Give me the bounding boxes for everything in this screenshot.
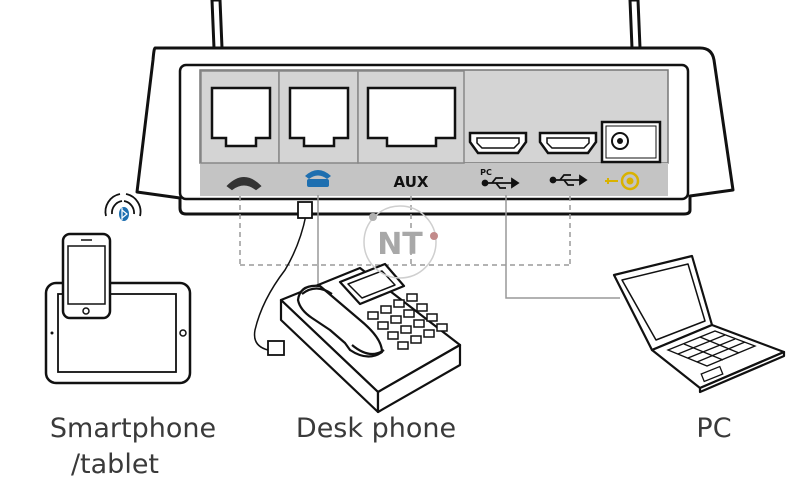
usb-port-inner-2 xyxy=(546,137,590,149)
usb-icon xyxy=(549,174,588,186)
smartphone-label: Smartphone xyxy=(50,413,216,444)
pc-label: PC xyxy=(696,413,731,444)
laptop-illustration xyxy=(612,254,786,394)
aux-label: AUX xyxy=(394,173,429,191)
deskphone-port xyxy=(288,86,350,148)
smartphone-illustration xyxy=(61,232,112,320)
desk-phone-illustration xyxy=(279,262,462,414)
laptop-keyboard xyxy=(666,330,757,383)
rj-connector-bottom xyxy=(267,340,285,356)
usb-port-pc xyxy=(468,131,528,155)
aux-port xyxy=(366,86,457,148)
watermark-dot xyxy=(369,213,377,221)
handset-cord xyxy=(253,214,307,351)
handset-icon xyxy=(226,177,262,191)
power-port-inner xyxy=(605,125,657,159)
usb-icon xyxy=(481,177,520,189)
tablet-label: /tablet xyxy=(71,449,159,480)
bluetooth-icon xyxy=(104,193,142,221)
phone-port xyxy=(210,86,272,148)
desk-phone-icon xyxy=(305,170,331,187)
right-antenna xyxy=(628,0,642,50)
label-strip xyxy=(200,163,668,196)
watermark-dot xyxy=(430,232,438,240)
keypad xyxy=(367,293,448,350)
power-port xyxy=(600,120,662,164)
rj-connector xyxy=(297,201,313,219)
power-port-pin xyxy=(617,138,623,144)
pc-cable xyxy=(505,195,620,299)
pc-port-label: PC xyxy=(480,168,492,177)
power-icon xyxy=(605,171,640,191)
watermark-text: NT xyxy=(377,227,423,262)
desk-phone-label: Desk phone xyxy=(296,413,456,444)
usb-port-2 xyxy=(538,131,598,155)
left-antenna xyxy=(210,0,224,50)
watermark-circle xyxy=(363,205,437,279)
usb-port-inner-pc xyxy=(476,137,520,149)
